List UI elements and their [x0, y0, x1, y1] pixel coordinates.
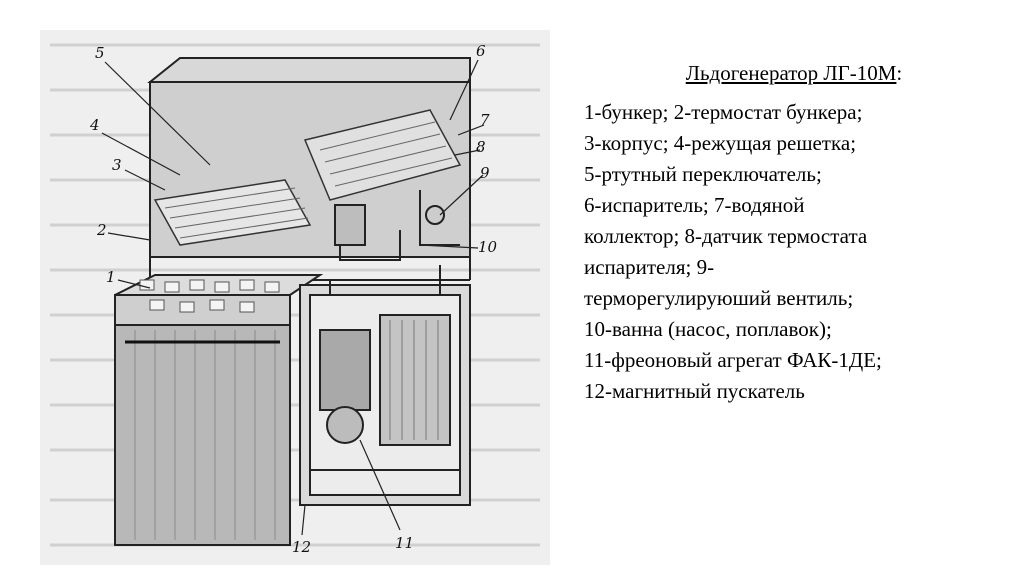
legend-line: 1-бункер; 2-термостат бункера; [584, 100, 863, 124]
callout-5: 5 [95, 44, 105, 62]
callout-3: 3 [112, 156, 122, 174]
callout-8: 8 [476, 138, 486, 156]
ice-generator-figure: 5 4 3 2 1 6 7 8 9 10 11 12 [40, 30, 550, 565]
evaporator [303, 109, 462, 201]
ice-generator-drawing: 5 4 3 2 1 6 7 8 9 10 11 12 [50, 42, 540, 556]
legend-line: 6-испаритель; 7-водяной [584, 193, 805, 217]
legend-title-row: Льдогенератор ЛГ-10М: [584, 58, 1004, 89]
legend-line: терморегулируюший вентиль; [584, 286, 854, 310]
callout-12: 12 [292, 538, 311, 556]
legend: Льдогенератор ЛГ-10М: 1-бункер; 2-термос… [584, 58, 1004, 407]
legend-line: 12-магнитный пускатель [584, 379, 805, 403]
legend-title-colon: : [896, 61, 903, 85]
legend-line: коллектор; 8-датчик термостата [584, 224, 868, 248]
callout-4: 4 [89, 116, 100, 134]
callout-11: 11 [395, 534, 414, 552]
callout-labels: 5 4 3 2 1 6 7 8 9 10 11 12 [89, 42, 498, 556]
callout-7: 7 [480, 111, 490, 129]
bin [114, 274, 324, 546]
cutting-grid [153, 179, 312, 246]
callout-9: 9 [480, 164, 490, 182]
legend-line: 3-корпус; 4-режущая решетка; [584, 131, 857, 155]
legend-line: 11-фреоновый агрегат ФАК-1ДЕ; [584, 348, 882, 372]
callout-1: 1 [106, 268, 116, 286]
legend-line: 5-ртутный переключатель; [584, 162, 822, 186]
callout-10: 10 [478, 238, 498, 256]
leader-lines [101, 59, 485, 536]
legend-line: испарителя; 9- [584, 255, 715, 279]
legend-line: 10-ванна (насос, поплавок); [584, 317, 832, 341]
callout-6: 6 [476, 42, 486, 60]
callout-2: 2 [96, 221, 107, 239]
legend-title: Льдогенератор ЛГ-10М [685, 61, 897, 85]
lower-compartment [299, 265, 471, 506]
